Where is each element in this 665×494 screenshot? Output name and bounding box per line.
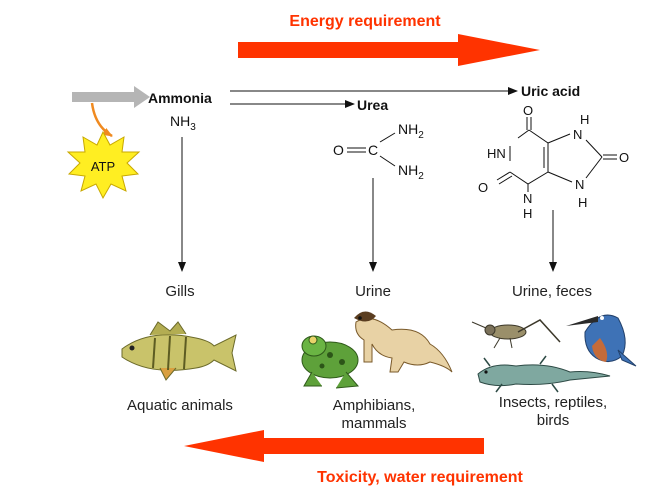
kingfisher-icon <box>566 314 637 367</box>
urea-name: Urea <box>357 97 388 113</box>
uric-acid-structure: O O HN N H N H N H O <box>478 103 629 221</box>
cricket-icon <box>471 319 561 349</box>
svg-text:N: N <box>523 191 532 206</box>
gills-label: Gills <box>165 283 194 300</box>
svg-text:H: H <box>578 195 587 210</box>
insects-label-line2: birds <box>537 412 570 429</box>
urine-label: Urine <box>355 283 391 300</box>
urea-structure: O C NH2 NH2 <box>333 121 424 182</box>
atp-label: ATP <box>91 159 115 174</box>
svg-text:N: N <box>573 127 582 142</box>
lizard-icon <box>477 355 611 393</box>
urine-feces-label: Urine, feces <box>512 283 592 300</box>
nitrogen-input-arrow <box>72 86 150 108</box>
svg-text:O: O <box>333 142 344 158</box>
toxicity-water-label: Toxicity, water requirement <box>317 469 523 486</box>
amphibians-label-line2: mammals <box>341 415 406 432</box>
energy-requirement-label: Energy requirement <box>289 13 441 30</box>
svg-text:NH2: NH2 <box>398 162 424 182</box>
svg-text:H: H <box>580 112 589 127</box>
svg-text:NH2: NH2 <box>398 121 424 141</box>
toxicity-arrow <box>184 430 484 462</box>
atp-starburst: ATP <box>66 130 141 200</box>
ammonia-formula: NH3 <box>170 113 196 133</box>
svg-text:H: H <box>523 206 532 221</box>
amphibians-label-line1: Amphibians, <box>333 397 416 414</box>
ammonia-name: Ammonia <box>148 90 212 106</box>
energy-arrow <box>238 34 540 66</box>
uric-acid-name: Uric acid <box>521 83 580 99</box>
aquatic-animals-label: Aquatic animals <box>127 397 233 414</box>
svg-text:O: O <box>523 103 533 118</box>
insects-label-line1: Insects, reptiles, <box>499 394 607 411</box>
svg-text:N: N <box>575 177 584 192</box>
frog-icon <box>301 335 360 389</box>
atp-curve-arrow <box>90 102 113 138</box>
ferret-icon <box>354 311 453 373</box>
svg-text:O: O <box>619 150 629 165</box>
svg-text:HN: HN <box>487 146 506 161</box>
svg-text:C: C <box>368 142 378 158</box>
fish-icon <box>121 321 237 381</box>
svg-text:O: O <box>478 180 488 195</box>
